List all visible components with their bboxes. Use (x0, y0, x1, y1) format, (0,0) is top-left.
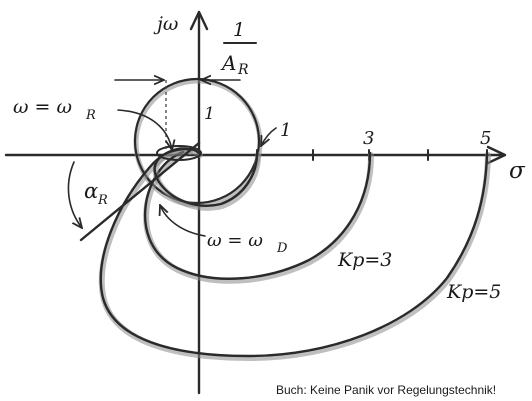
tangent-line (79, 141, 201, 242)
kp3-label: Kp=3 (337, 249, 392, 271)
svg-text:ω = ω: ω = ω (13, 96, 72, 118)
omega-d-label: ω = ω D (207, 230, 288, 256)
book-caption: Buch: Keine Panik vor Regelungstechnik! (276, 383, 496, 397)
tick-label-1: 1 (280, 120, 291, 141)
point-one-leader (261, 127, 277, 146)
alpha-r-label: α R (84, 179, 108, 208)
inverse-ar-label: 1 A R (220, 19, 257, 78)
svg-text:1: 1 (233, 19, 245, 41)
real-axis (4, 145, 507, 165)
real-axis-label: σ (509, 158, 526, 184)
svg-text:D: D (276, 241, 288, 256)
omega-d-leader (160, 205, 206, 237)
omega-r-leader (117, 109, 172, 150)
kp5-label: Kp=5 (446, 281, 501, 303)
svg-text:R: R (237, 62, 249, 78)
svg-text:ω = ω: ω = ω (207, 230, 263, 251)
svg-text:R: R (85, 108, 96, 123)
imag-axis-label: jω (153, 13, 178, 35)
kp5-curve (98, 147, 491, 361)
tick-label-3: 3 (363, 128, 374, 149)
tick-label-5: 5 (480, 128, 491, 149)
omega-r-label: ω = ω R (13, 96, 96, 123)
alpha-r-arc (67, 161, 82, 228)
circle-label-1: 1 (204, 104, 215, 124)
svg-text:A: A (220, 51, 236, 75)
svg-text:α: α (84, 179, 98, 203)
svg-text:R: R (97, 193, 108, 208)
kp3-curve (143, 150, 374, 284)
